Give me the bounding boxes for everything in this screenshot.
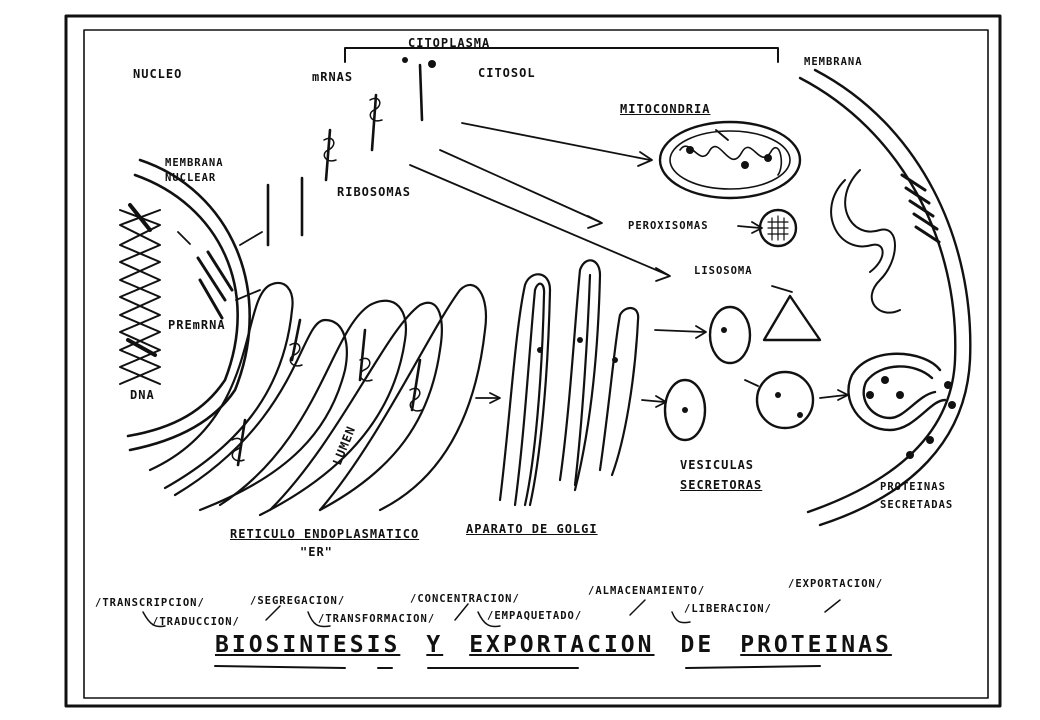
label-nucleo: NUCLEO [133,67,183,81]
label-peroxisomas: PEROXISOMAS [628,220,709,232]
label-premrna: PREmRNA [168,318,226,332]
citoplasma-bracket [344,47,779,63]
title-word-3: EXPORTACION [469,632,655,658]
step-liberacion: /LIBERACION/ [684,603,772,615]
label-mitocondria: MITOCONDRIA [620,102,711,116]
label-vesiculas-1: VESICULAS [680,458,755,472]
label-golgi: APARATO DE GOLGI [466,522,598,536]
label-ribosomas: RIBOSOMAS [337,185,412,199]
step-concentracion: /CONCENTRACION/ [410,593,520,605]
step-transcripcion: /TRANSCRIPCION/ [95,597,205,609]
label-mrnas: mRNAS [312,70,354,84]
step-almacenamiento: /ALMACENAMIENTO/ [588,585,706,597]
label-membrana-nuclear-1: MEMBRANA [165,157,224,169]
label-proteinas-1: PROTEINAS [880,481,946,493]
label-citoplasma: CITOPLASMA [408,36,491,50]
cell-membrane [798,68,972,527]
label-membrana: MEMBRANA [804,56,863,68]
membrane-invagination [844,169,901,314]
golgi-stack [498,259,640,507]
inner-frame [83,29,989,699]
diagram-title: BIOSINTESIS Y EXPORTACION DE PROTEINAS [215,632,918,658]
vesicle-2 [663,378,707,442]
free-ribosomes [266,63,424,247]
mitochondrion [658,120,802,200]
title-word-4: DE [680,632,715,658]
peroxisome [758,208,798,248]
vesicle-3 [755,370,815,430]
label-membrana-nuclear-2: NUCLEAR [165,172,217,184]
premrna-strands [196,250,234,320]
label-citosol: CITOSOL [478,66,536,80]
label-reticulo: RETICULO ENDOPLASMATICO [230,527,420,541]
step-traduccion: /TRADUCCION/ [152,616,240,628]
protein-dots [402,57,956,459]
vesicle-1 [708,305,752,365]
nucleus [126,158,251,452]
dna-helix [119,203,161,385]
label-er: "ER" [300,545,333,559]
step-empaquetado: /EMPAQUETADO/ [487,610,583,622]
step-transformacion: /TRANSFORMACION/ [318,613,436,625]
title-underline [214,665,821,669]
label-lisosoma: LISOSOMA [694,265,753,277]
title-word-2: Y [426,632,444,658]
title-word-5: PROTEINAS [740,632,892,658]
label-proteinas-2: SECRETADAS [880,499,954,511]
step-segregacion: /SEGREGACION/ [250,595,346,607]
label-vesiculas-2: SECRETORAS [680,478,763,492]
outer-frame [64,14,1002,708]
er-cisternae [148,282,488,517]
step-arrows [142,599,841,628]
title-word-1: BIOSINTESIS [215,632,401,658]
lysosome [762,294,822,342]
label-dna: DNA [130,388,155,402]
flow-arrows [177,122,849,408]
secretion-pocket [847,352,947,432]
step-exportacion: /EXPORTACION/ [788,578,884,590]
